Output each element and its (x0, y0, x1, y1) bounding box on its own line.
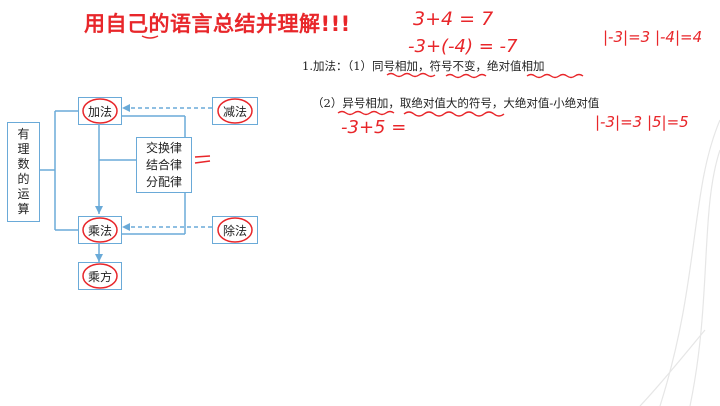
rule1-add-abs: 绝对值相加 (487, 59, 545, 73)
box-subtraction-label: 减法 (222, 104, 247, 119)
rule1-prefix: 1.加法：（1） (302, 59, 373, 73)
root-box-rational-operations: 有 理 数 的 运 算 (7, 122, 40, 222)
box-subtraction: 减法 (212, 97, 258, 125)
rule1-same-sign: 同号相加， (372, 59, 430, 73)
underline-take-sign-icon (403, 111, 505, 117)
underline-same-sign-icon (386, 72, 436, 78)
law-commutative: 交换律 (145, 140, 182, 155)
box-power-label: 乘方 (87, 269, 112, 284)
handwritten-eq-abs-values-1: |-3|=3 |-4|=4 (603, 28, 703, 46)
box-multiplication: 乘法 (78, 216, 122, 244)
root-char-6: 算 (17, 202, 30, 216)
rule2-line: （2）异号相加，取绝对值大的符号，大绝对值-小绝对值 (312, 95, 599, 111)
circle-multiplication-icon (82, 217, 118, 243)
circle-power-icon (82, 263, 118, 289)
box-division: 除法 (212, 216, 258, 244)
box-division-label: 除法 (222, 223, 247, 238)
handwritten-eq-abs-values-2: |-3|=3 |5|=5 (595, 113, 689, 131)
box-addition-label: 加法 (87, 104, 112, 119)
box-laws: 交换律 结合律 分配律 (136, 137, 192, 193)
handwritten-eq-same-sign-positive: 3+4 = 7 (413, 8, 494, 30)
law-associative: 结合律 (145, 157, 182, 172)
rule2-take-sign: 取绝对值大的符号， (399, 96, 504, 110)
underline-add-abs-icon (526, 73, 584, 79)
root-char-4: 的 (17, 172, 30, 186)
law-distributive: 分配律 (145, 174, 182, 189)
box-addition: 加法 (78, 97, 122, 125)
rule1-line: 1.加法：（1）同号相加，符号不变，绝对值相加 (302, 58, 545, 74)
rule1-keep-sign: 符号不变， (429, 59, 488, 73)
circle-subtraction-icon (217, 98, 253, 124)
rule2-prefix: （2） (312, 96, 343, 110)
rule2-diff-sign: 异号相加， (342, 96, 400, 110)
root-char-3: 数 (17, 157, 30, 171)
handwritten-eq-same-sign-negative: -3+(-4) = -7 (408, 36, 518, 57)
box-multiplication-label: 乘法 (87, 223, 112, 238)
laws-mark-icon (194, 155, 211, 158)
underline-diff-sign-icon (337, 110, 395, 116)
handwritten-eq-diff-sign: -3+5 = (341, 117, 407, 138)
root-char-5: 运 (17, 187, 30, 201)
box-power: 乘方 (78, 262, 122, 290)
underline-keep-sign-icon (445, 73, 487, 79)
circle-division-icon (217, 217, 253, 243)
page-title: 用自己的语言总结并理解!!! (84, 12, 351, 36)
rule2-subtract-abs: 大绝对值-小绝对值 (503, 96, 600, 110)
root-char-2: 理 (17, 142, 30, 156)
root-char-1: 有 (17, 127, 30, 141)
circle-addition-icon (82, 98, 118, 124)
